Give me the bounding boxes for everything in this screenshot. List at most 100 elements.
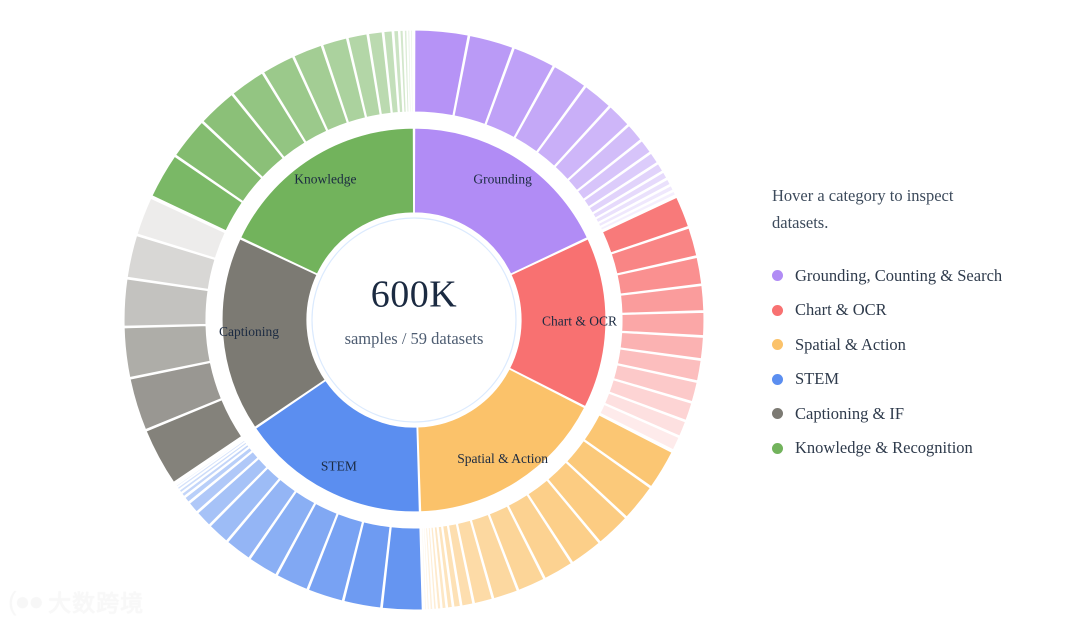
outer-segment-spatial_action-11[interactable] <box>433 526 447 610</box>
legend-color-dot <box>772 408 783 420</box>
outer-segment-knowledge-9[interactable] <box>383 30 399 114</box>
outer-segment-spatial_action-1[interactable] <box>565 439 652 518</box>
outer-segment-chart_ocr-9[interactable] <box>603 392 687 437</box>
legend-color-dot <box>772 304 783 316</box>
outer-segment-spatial_action-8[interactable] <box>447 523 474 607</box>
outer-segment-knowledge-7[interactable] <box>347 33 381 119</box>
outer-segment-chart_ocr-8[interactable] <box>608 379 693 422</box>
outer-segment-grounding-7[interactable] <box>576 139 652 201</box>
outer-segment-knowledge-6[interactable] <box>321 37 367 124</box>
outer-segment-captioning-5[interactable] <box>136 197 226 260</box>
legend-item-stem[interactable]: STEM <box>772 362 1080 397</box>
outer-segment-grounding-9[interactable] <box>588 162 664 214</box>
outer-segment-knowledge-3[interactable] <box>232 72 306 159</box>
outer-segment-grounding-13[interactable] <box>599 190 677 231</box>
inner-segment-label-knowledge: Knowledge <box>294 171 356 186</box>
legend-item-grounding-counting-search[interactable]: Grounding, Counting & Search <box>772 258 1080 293</box>
outer-segment-stem-7[interactable] <box>196 457 268 526</box>
legend-hint-text: Hover a category to inspect datasets. <box>772 186 954 233</box>
outer-segment-grounding-1[interactable] <box>453 34 514 126</box>
outer-segment-grounding-8[interactable] <box>583 152 659 208</box>
outer-segment-knowledge-0[interactable] <box>151 155 244 232</box>
outer-segment-spatial_action-10[interactable] <box>437 525 453 609</box>
outer-segment-captioning-4[interactable] <box>126 234 216 291</box>
outer-segment-stem-1[interactable] <box>343 521 391 609</box>
outer-segment-grounding-5[interactable] <box>554 106 629 181</box>
outer-segment-chart_ocr-0[interactable] <box>601 196 690 254</box>
outer-segment-stem-10[interactable] <box>180 443 250 498</box>
legend-item-label: STEM <box>795 369 840 389</box>
outer-segment-spatial_action-14[interactable] <box>425 526 434 611</box>
inner-segment-captioning[interactable] <box>221 237 327 429</box>
outer-segment-knowledge-10[interactable] <box>393 29 404 114</box>
outer-segment-knowledge-12[interactable] <box>403 29 410 113</box>
outer-segment-spatial_action-4[interactable] <box>507 493 573 580</box>
outer-segment-spatial_action-12[interactable] <box>430 526 442 610</box>
outer-segment-chart_ocr-7[interactable] <box>612 364 698 403</box>
center-total-value: 600K <box>371 274 458 316</box>
inner-segment-grounding[interactable] <box>413 127 589 275</box>
outer-segment-chart_ocr-1[interactable] <box>610 227 698 275</box>
outer-segment-spatial_action-3[interactable] <box>527 479 601 564</box>
outer-segment-captioning-1[interactable] <box>129 361 223 431</box>
outer-segment-stem-0[interactable] <box>381 526 423 611</box>
outer-segment-stem-4[interactable] <box>249 490 316 576</box>
outer-segment-spatial_action-2[interactable] <box>546 461 627 543</box>
outer-segment-spatial_action-0[interactable] <box>583 414 673 488</box>
outer-segment-spatial_action-9[interactable] <box>442 524 462 608</box>
outer-segment-knowledge-2[interactable] <box>202 93 285 179</box>
outer-segment-grounding-0[interactable] <box>414 29 469 117</box>
outer-segment-grounding-10[interactable] <box>592 171 668 219</box>
outer-segment-grounding-6[interactable] <box>567 124 642 192</box>
outer-segment-chart_ocr-3[interactable] <box>619 284 705 314</box>
outer-segment-spatial_action-13[interactable] <box>427 526 438 610</box>
outer-ring-segments[interactable] <box>123 29 705 611</box>
outer-segment-captioning-2[interactable] <box>123 325 211 379</box>
outer-segment-spatial_action-7[interactable] <box>456 519 494 605</box>
outer-segment-grounding-3[interactable] <box>514 65 586 153</box>
outer-segment-stem-14[interactable] <box>174 436 244 486</box>
inner-segment-label-captioning: Captioning <box>219 324 279 339</box>
outer-segment-knowledge-11[interactable] <box>399 29 407 113</box>
legend-item-spatial-action[interactable]: Spatial & Action <box>772 327 1080 362</box>
outer-segment-stem-5[interactable] <box>226 478 297 560</box>
legend-item-captioning-if[interactable]: Captioning & IF <box>772 396 1080 431</box>
outer-segment-knowledge-4[interactable] <box>262 55 328 143</box>
outer-segment-stem-3[interactable] <box>276 502 338 591</box>
inner-segment-knowledge[interactable] <box>239 127 415 275</box>
outer-segment-spatial_action-6[interactable] <box>470 513 519 600</box>
outer-segment-chart_ocr-6[interactable] <box>616 348 702 382</box>
inner-segment-spatial_action[interactable] <box>417 368 586 513</box>
outer-segment-knowledge-8[interactable] <box>367 31 392 116</box>
outer-segment-grounding-4[interactable] <box>536 85 611 168</box>
legend-item-chart-ocr[interactable]: Chart & OCR <box>772 293 1080 328</box>
inner-segment-label-stem: STEM <box>321 459 357 474</box>
outer-segment-grounding-11[interactable] <box>595 178 671 224</box>
inner-segment-chart_ocr[interactable] <box>508 237 607 408</box>
outer-segment-grounding-12[interactable] <box>597 184 674 228</box>
legend-color-dot <box>772 339 783 351</box>
outer-segment-knowledge-14[interactable] <box>409 29 414 113</box>
outer-segment-stem-6[interactable] <box>209 467 281 542</box>
outer-segment-stem-9[interactable] <box>184 446 253 503</box>
outer-segment-stem-11[interactable] <box>178 441 248 494</box>
outer-segment-stem-8[interactable] <box>188 450 259 513</box>
legend-item-knowledge-recognition[interactable]: Knowledge & Recognition <box>772 431 1080 466</box>
outer-segment-captioning-0[interactable] <box>145 398 243 484</box>
inner-segment-stem[interactable] <box>254 379 421 513</box>
outer-segment-knowledge-1[interactable] <box>174 121 263 203</box>
outer-segment-chart_ocr-5[interactable] <box>619 331 705 360</box>
inner-ring-segments[interactable] <box>221 127 607 513</box>
outer-segment-stem-2[interactable] <box>307 513 364 602</box>
outer-segment-grounding-2[interactable] <box>485 47 555 139</box>
outer-segment-chart_ocr-2[interactable] <box>616 256 703 295</box>
outer-segment-captioning-3[interactable] <box>123 278 209 327</box>
outer-segment-knowledge-5[interactable] <box>293 44 349 132</box>
outer-segment-chart_ocr-4[interactable] <box>621 311 705 337</box>
outer-segment-chart_ocr-10[interactable] <box>599 403 680 451</box>
outer-segment-spatial_action-16[interactable] <box>421 527 428 611</box>
outer-segment-spatial_action-5[interactable] <box>488 505 545 592</box>
